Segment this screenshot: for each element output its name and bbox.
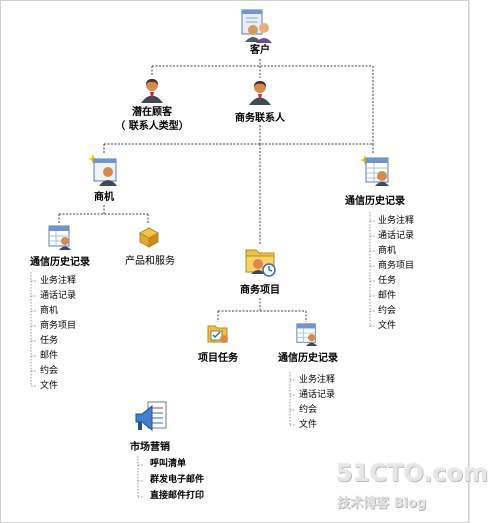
node-marketing: 市场营销	[130, 442, 170, 453]
task-folder-icon	[207, 325, 228, 343]
list-item: 业务注释	[378, 216, 415, 226]
node-customer: 客户	[250, 45, 270, 56]
watermark-blog: 技术博客 Blog	[337, 496, 427, 511]
list-item: 约会	[299, 405, 318, 415]
person-icon	[249, 81, 271, 105]
node-potential-customer: 潜在顾客	[132, 107, 172, 118]
opportunity-card-icon	[88, 154, 117, 186]
list-item: 商机	[378, 246, 397, 256]
node-history-left: 通信历史记录	[30, 257, 90, 268]
node-potential-customer-type: （ 联系人类型）	[115, 121, 189, 132]
connector-lines	[30, 59, 376, 498]
node-business-contact: 商务联系人	[235, 113, 285, 124]
list-item: 通话记录	[40, 291, 77, 301]
node-project-task: 项目任务	[198, 353, 238, 364]
node-opportunity: 商机	[94, 192, 114, 203]
history-table-icon	[48, 225, 71, 250]
list-item: 文件	[378, 321, 397, 331]
list-item: 邮件	[40, 351, 59, 361]
node-history-right: 通信历史记录	[345, 196, 405, 207]
list-item: 呼叫清单	[150, 459, 187, 469]
list-item: 文件	[40, 381, 59, 391]
person-icon	[141, 79, 163, 103]
contact-card-people-icon	[241, 9, 272, 43]
list-item: 约会	[378, 306, 397, 316]
list-item: 任务	[40, 336, 59, 346]
list-item: 商务项目	[378, 261, 415, 271]
list-item: 业务注释	[299, 375, 336, 385]
list-item: 文件	[299, 420, 318, 430]
node-products: 产品和服务	[125, 256, 175, 267]
history-table-icon	[360, 155, 389, 186]
list-item: 通话记录	[378, 231, 415, 241]
history-table-icon	[296, 323, 318, 346]
megaphone-list-icon	[135, 401, 167, 432]
folder-clock-icon	[245, 249, 276, 277]
list-item: 业务注释	[40, 276, 77, 286]
list-item: 商务项目	[40, 321, 77, 331]
list-item: 直接邮件打印	[150, 491, 205, 501]
list-item: 任务	[378, 276, 397, 286]
list-item: 约会	[40, 366, 59, 376]
node-project: 商务项目	[240, 285, 280, 296]
watermark-site: 51CTO.com	[336, 459, 488, 487]
list-item: 通话记录	[299, 390, 336, 400]
list-item: 群发电子邮件	[150, 475, 205, 485]
package-box-icon	[138, 227, 160, 248]
node-history-project: 通信历史记录	[278, 353, 338, 364]
list-item: 商机	[40, 306, 59, 316]
list-item: 邮件	[378, 291, 397, 301]
